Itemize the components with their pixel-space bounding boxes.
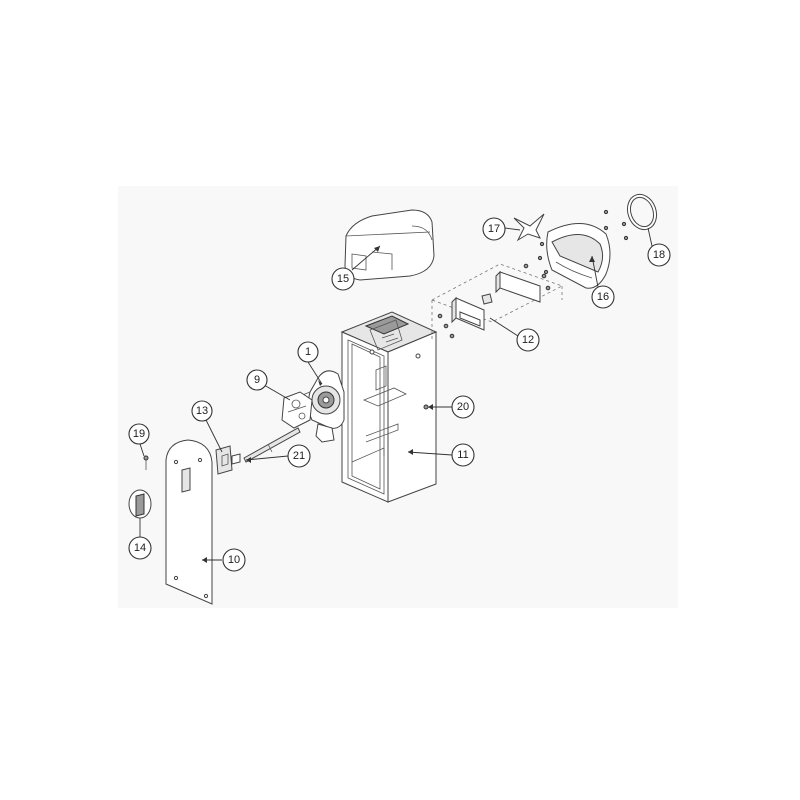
callout-12: 12 (516, 328, 540, 352)
screw-19 (143, 455, 149, 470)
callout-17: 17 (482, 217, 506, 241)
release-shaft (243, 427, 301, 463)
callout-1: 1 (297, 341, 319, 363)
svg-text:15: 15 (337, 273, 349, 285)
callout-14: 14 (128, 536, 152, 560)
svg-text:9: 9 (254, 374, 260, 386)
svg-text:14: 14 (134, 542, 146, 554)
svg-text:11: 11 (457, 449, 468, 461)
callout-19: 19 (128, 423, 150, 445)
svg-text:18: 18 (653, 249, 665, 261)
release-mechanism (281, 391, 313, 429)
callout-21: 21 (287, 444, 311, 468)
svg-text:10: 10 (228, 554, 240, 566)
svg-text:1: 1 (305, 346, 311, 358)
svg-text:17: 17 (488, 223, 500, 235)
callout-15: 15 (331, 267, 355, 291)
callout-9: 9 (246, 369, 268, 391)
callout-16: 16 (591, 285, 615, 309)
callout-11: 11 (451, 443, 475, 467)
callout-18: 18 (647, 243, 671, 267)
lock (215, 445, 241, 475)
svg-text:12: 12 (522, 334, 534, 346)
screw-20 (423, 404, 429, 410)
flange-assembly (431, 263, 564, 340)
bar-support-hood (537, 223, 611, 289)
callout-10: 10 (222, 548, 246, 572)
svg-text:19: 19 (133, 428, 145, 440)
gearmotor (299, 370, 345, 443)
leader-lines (139, 227, 653, 563)
callout-20: 20 (451, 395, 475, 419)
svg-text:21: 21 (293, 450, 305, 462)
main-cabinet (340, 311, 438, 503)
handle (128, 489, 152, 519)
bracket-clip (513, 213, 545, 242)
callout-13: 13 (191, 400, 213, 422)
front-door-panel (165, 439, 213, 605)
svg-text:16: 16 (597, 291, 609, 303)
top-cover (344, 209, 435, 281)
svg-text:13: 13 (196, 405, 208, 417)
svg-text:20: 20 (457, 401, 469, 413)
ring-gasket (603, 193, 658, 241)
